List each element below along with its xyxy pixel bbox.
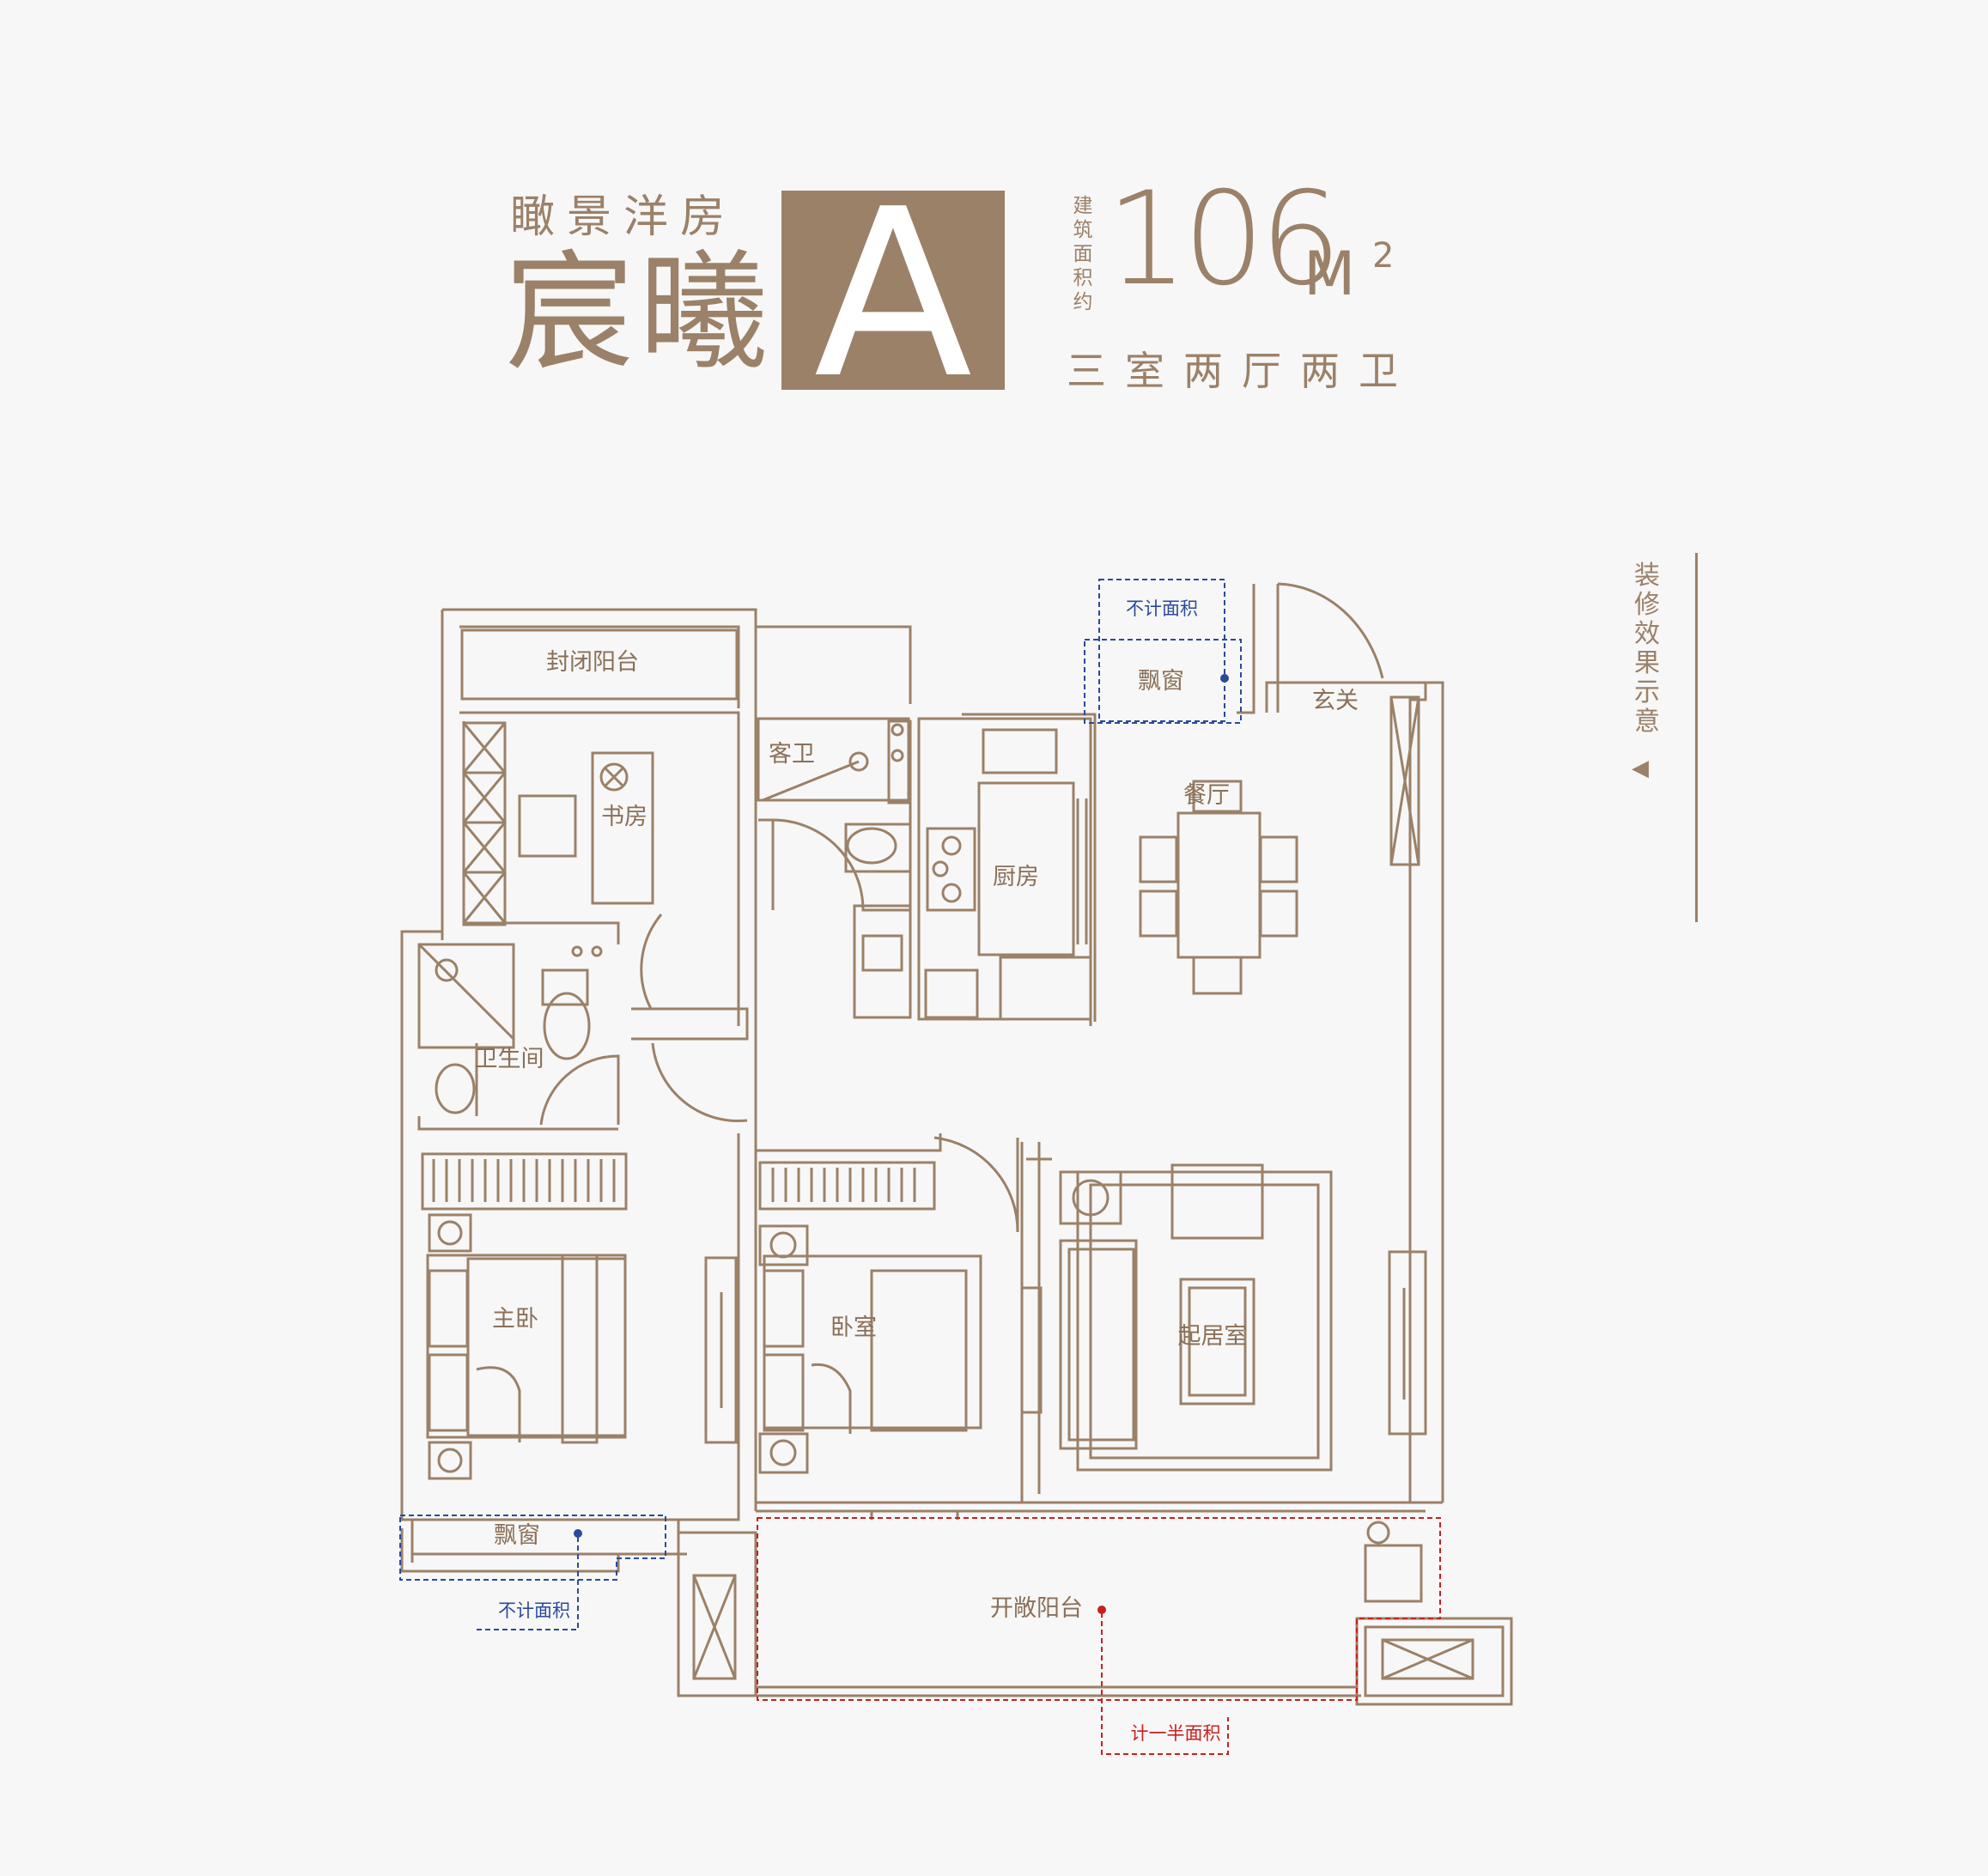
note-half-counted: 计一半面积 xyxy=(1131,1723,1221,1744)
room-label-master-bedroom: 主卧 xyxy=(492,1306,538,1333)
bay-window-bottom-boundary xyxy=(399,1515,666,1581)
area-unit-superscript: 2 xyxy=(1372,236,1395,276)
enclosed-balcony xyxy=(460,628,739,701)
arrow-left-icon: ◀ xyxy=(1632,756,1649,781)
area-label: 建筑面积约 xyxy=(1073,195,1093,313)
walls xyxy=(400,582,1513,1706)
room-label-dining: 餐厅 xyxy=(1183,782,1230,809)
bay-window-top-boundary xyxy=(1098,579,1225,722)
room-label-guest-bath: 客卫 xyxy=(769,741,815,768)
open-balcony-boundary xyxy=(757,1517,1441,1701)
marker-dot-red xyxy=(1097,1606,1106,1614)
room-label-study: 书房 xyxy=(601,804,647,830)
room-label-bathroom: 卫生间 xyxy=(475,1046,544,1072)
room-label-entrance: 玄关 xyxy=(1312,688,1359,714)
unit-type-badge: A xyxy=(781,191,1005,390)
room-label-kitchen: 厨房 xyxy=(993,864,1039,890)
area-unit: M xyxy=(1304,239,1356,309)
room-label-enclosed-balcony: 封闭阳台 xyxy=(546,649,639,676)
marker-dot-blue xyxy=(574,1529,582,1538)
subtitle: 瞰景洋房 xyxy=(510,191,738,243)
marker-dot-blue xyxy=(1220,674,1229,683)
room-label-bay-window-bottom: 飘窗 xyxy=(494,1522,540,1549)
side-divider xyxy=(1695,553,1698,922)
annotation-boxes xyxy=(399,579,1441,1755)
note-not-counted-bottom: 不计面积 xyxy=(498,1600,570,1621)
decoration-disclaimer: 装修效果示意 xyxy=(1634,561,1660,737)
note-not-counted-top: 不计面积 xyxy=(1126,598,1198,619)
series-name: 宸曦 xyxy=(505,239,774,388)
area-value: 106 xyxy=(1106,165,1341,314)
layout-description: 三室两厅两卫 xyxy=(1067,348,1417,394)
unit-type-letter: A xyxy=(813,191,973,390)
room-label-open-balcony: 开敞阳台 xyxy=(990,1595,1083,1622)
room-label-bay-window-top: 飘窗 xyxy=(1138,668,1184,695)
room-label-living-room: 起居室 xyxy=(1178,1323,1248,1350)
room-label-bedroom: 卧室 xyxy=(830,1314,877,1341)
